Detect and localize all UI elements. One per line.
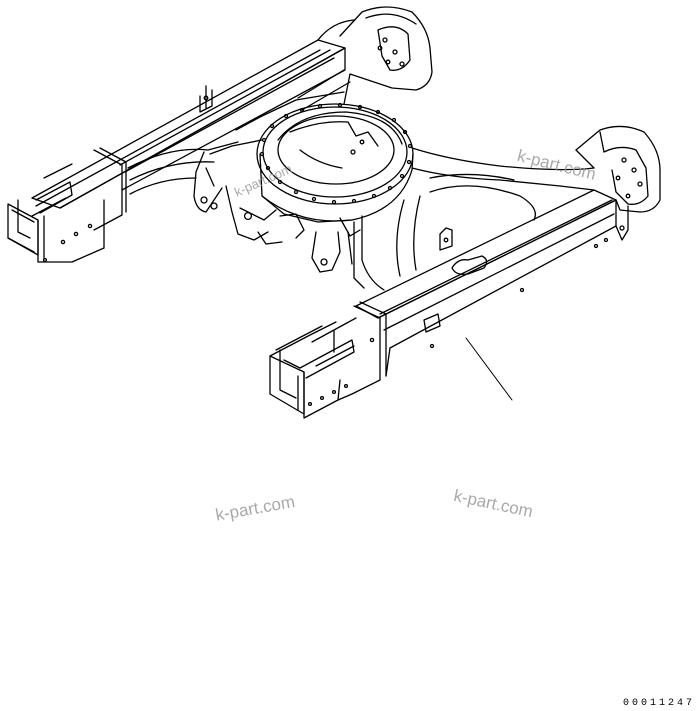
drawing-code: 00011247 — [622, 698, 695, 709]
center-x-frame — [127, 69, 595, 291]
leader-line — [465, 337, 513, 401]
upper-side-frame — [7, 6, 433, 263]
lower-side-frame — [269, 125, 661, 419]
